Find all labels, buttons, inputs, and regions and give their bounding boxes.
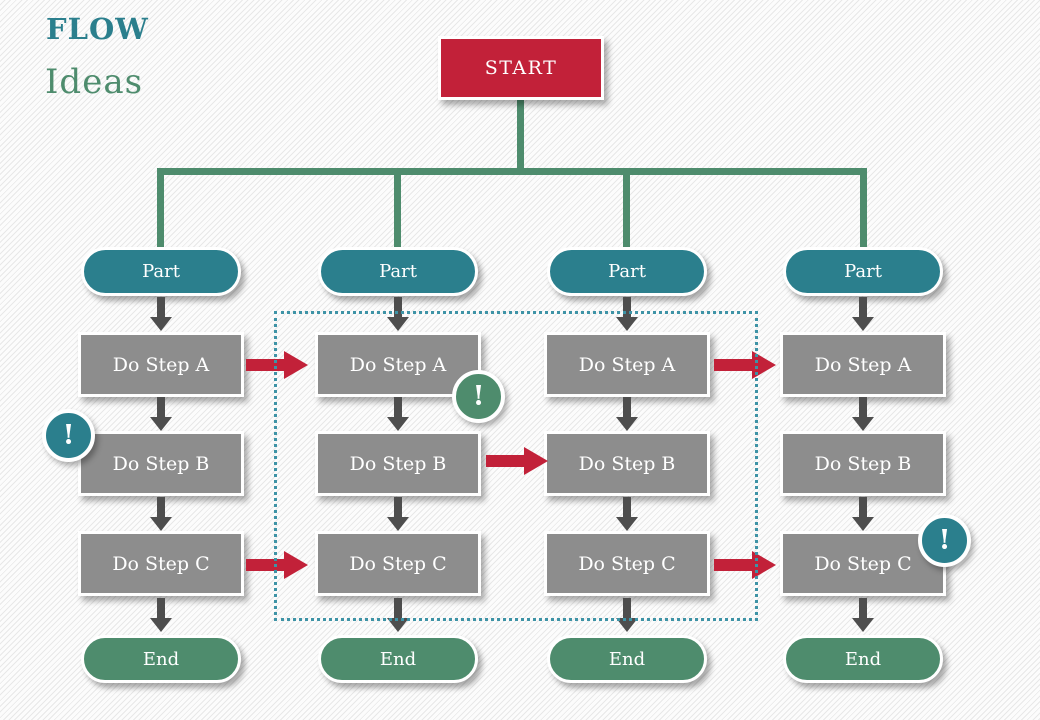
down-arrow-icon bbox=[387, 497, 409, 531]
down-arrow-icon bbox=[387, 297, 409, 331]
down-arrow-icon bbox=[150, 397, 172, 431]
down-arrow-icon bbox=[852, 598, 874, 632]
connector-branch-1 bbox=[157, 172, 164, 249]
step-b-node-col1: Do Step B bbox=[78, 431, 244, 496]
step-a-node-col4: Do Step A bbox=[780, 332, 946, 397]
step-a-node-col3: Do Step A bbox=[544, 332, 710, 397]
part-node-col4: Part bbox=[783, 247, 943, 296]
end-node-col1: End bbox=[81, 635, 241, 683]
end-node-col3: End bbox=[547, 635, 707, 683]
step-b-node-col2: Do Step B bbox=[315, 431, 481, 496]
dotted-highlight-region bbox=[274, 311, 758, 621]
alert-badge-3: ! bbox=[918, 514, 971, 567]
page-title: FLOW bbox=[46, 12, 149, 46]
down-arrow-icon bbox=[616, 497, 638, 531]
down-arrow-icon bbox=[852, 497, 874, 531]
down-arrow-icon bbox=[150, 497, 172, 531]
part-node-col2: Part bbox=[318, 247, 478, 296]
down-arrow-icon bbox=[852, 397, 874, 431]
down-arrow-icon bbox=[150, 297, 172, 331]
step-a-node-col2: Do Step A bbox=[315, 332, 481, 397]
step-a-node-col1: Do Step A bbox=[78, 332, 244, 397]
page-subtitle: Ideas bbox=[45, 62, 144, 102]
down-arrow-icon bbox=[387, 598, 409, 632]
connector-start-stem bbox=[517, 99, 524, 171]
connector-branch-4 bbox=[860, 172, 867, 249]
down-arrow-icon bbox=[616, 297, 638, 331]
connector-branch-3 bbox=[623, 172, 630, 249]
connector-branch-2 bbox=[394, 172, 401, 249]
down-arrow-icon bbox=[616, 598, 638, 632]
step-c-node-col2: Do Step C bbox=[315, 531, 481, 596]
part-node-col1: Part bbox=[81, 247, 241, 296]
down-arrow-icon bbox=[616, 397, 638, 431]
part-node-col3: Part bbox=[547, 247, 707, 296]
step-c-node-col3: Do Step C bbox=[544, 531, 710, 596]
end-node-col4: End bbox=[783, 635, 943, 683]
down-arrow-icon bbox=[852, 297, 874, 331]
down-arrow-icon bbox=[387, 397, 409, 431]
cross-arrow-icon-col2-col3-step-b bbox=[486, 447, 548, 475]
alert-badge-1: ! bbox=[42, 409, 95, 462]
connector-horizontal-line bbox=[157, 168, 867, 175]
step-b-node-col4: Do Step B bbox=[780, 431, 946, 496]
end-node-col2: End bbox=[318, 635, 478, 683]
down-arrow-icon bbox=[150, 598, 172, 632]
start-node: START bbox=[438, 36, 604, 100]
alert-badge-2: ! bbox=[452, 370, 505, 423]
step-c-node-col1: Do Step C bbox=[78, 531, 244, 596]
step-b-node-col3: Do Step B bbox=[544, 431, 710, 496]
